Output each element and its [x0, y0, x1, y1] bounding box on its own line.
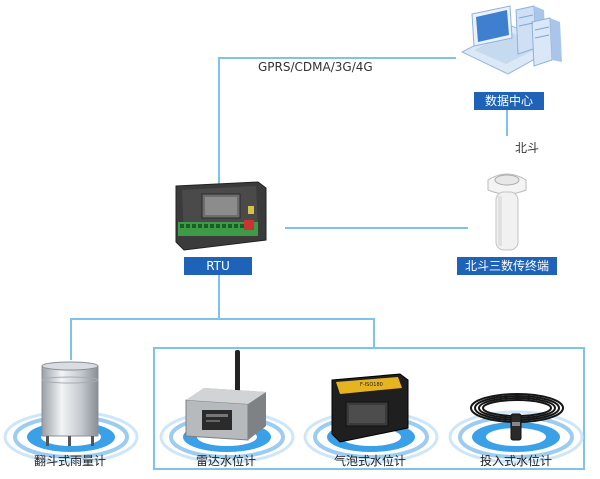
network-label: GPRS/CDMA/3G/4G — [258, 60, 373, 74]
beidou-terminal-label: 北斗三数传终端 — [457, 257, 557, 275]
beidou-terminal-icon — [487, 173, 527, 251]
line-center-to-beidou — [506, 110, 508, 136]
bubble-level-icon: F-ISO180 — [331, 373, 409, 443]
line-bottom-horizontal — [70, 318, 374, 320]
rain-gauge-icon — [41, 361, 99, 446]
beidou-link-label: 北斗 — [515, 141, 540, 155]
radar-level-icon — [185, 350, 266, 441]
level-sensor-group-box — [153, 347, 585, 470]
pressure-level-icon — [470, 393, 564, 441]
rtu-label: RTU — [184, 257, 252, 275]
line-rtu-down — [218, 273, 220, 319]
data-center-label: 数据中心 — [474, 92, 544, 110]
line-rtu-to-terminal — [285, 227, 468, 229]
pressure-level-label: 投入式水位计 — [479, 454, 552, 468]
line-top-horizontal — [218, 57, 456, 59]
radar-level-label: 雷达水位计 — [195, 454, 256, 468]
bubble-device-text: F-ISO180 — [360, 382, 383, 388]
line-to-rain-gauge — [70, 318, 72, 360]
line-rtu-up — [218, 57, 220, 184]
rtu-device-icon — [175, 181, 267, 251]
data-center-icon — [460, 5, 562, 75]
rain-gauge-label: 翻斗式雨量计 — [33, 454, 106, 468]
line-to-box — [373, 318, 375, 348]
bubble-level-label: 气泡式水位计 — [333, 454, 406, 468]
